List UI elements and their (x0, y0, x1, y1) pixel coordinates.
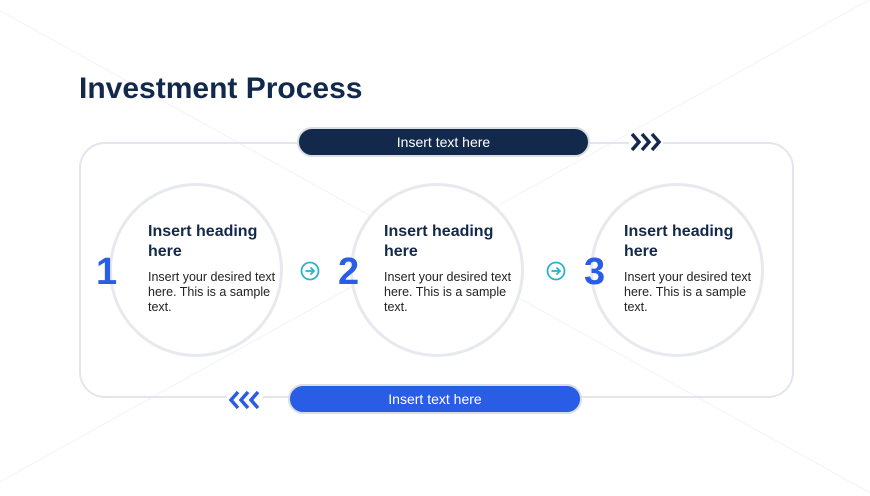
bottom-banner: Insert text here (288, 384, 582, 414)
step-body: Insert your desired text here. This is a… (148, 270, 276, 314)
arrow-right-circle-icon (300, 261, 320, 281)
chevrons-left-icon (227, 389, 263, 411)
step-circle (350, 183, 524, 357)
arrow-right-circle-icon (546, 261, 566, 281)
step-heading: Insert heading here (148, 223, 258, 260)
step-body: Insert your desired text here. This is a… (624, 270, 752, 314)
step-number: 3 (584, 251, 606, 293)
top-banner: Insert text here (297, 127, 590, 157)
step-number: 2 (338, 251, 360, 293)
step-content: Insert heading here Insert your desired … (148, 222, 278, 315)
step-circle (109, 183, 283, 357)
page-title: Investment Process (79, 72, 363, 105)
step-heading: Insert heading here (624, 223, 734, 260)
step-circle (590, 183, 764, 357)
chevrons-right-icon (629, 131, 663, 153)
step-heading: Insert heading here (384, 223, 494, 260)
step-content: Insert heading here Insert your desired … (384, 222, 514, 315)
step-body: Insert your desired text here. This is a… (384, 270, 512, 314)
step-content: Insert heading here Insert your desired … (624, 222, 754, 315)
step-number: 1 (96, 251, 118, 293)
